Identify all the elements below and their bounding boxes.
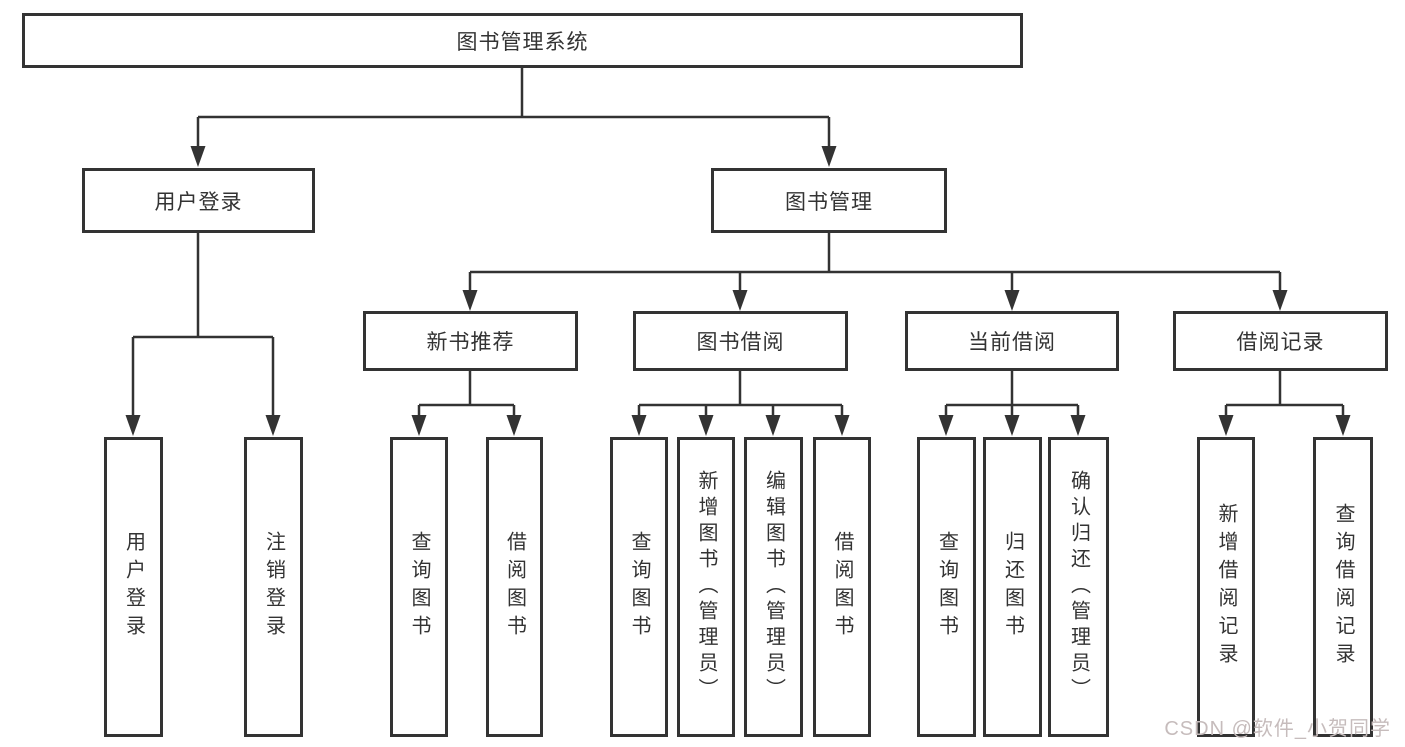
node-new-book-recommend: 新书推荐 xyxy=(363,311,578,371)
node-book-management-label: 图书管理 xyxy=(785,190,873,214)
arrowhead xyxy=(265,415,281,436)
leaf-borrow-books-2: 借阅图书 xyxy=(813,437,871,737)
edge-user-login-to-leaves xyxy=(131,233,275,418)
node-borrowing-records: 借阅记录 xyxy=(1173,311,1388,371)
arrowhead xyxy=(1004,290,1020,311)
edge-book-borrowing-to-leaves xyxy=(637,371,844,418)
arrowhead xyxy=(411,415,427,436)
arrowhead xyxy=(1335,415,1351,436)
arrowhead xyxy=(1218,415,1234,436)
node-root-label: 图书管理系统 xyxy=(456,30,589,54)
leaf-add-books: 新增图书（管理员） xyxy=(677,437,735,737)
leaf-add-borrow-record-label: 新增借阅记录 xyxy=(1215,503,1237,671)
leaf-confirm-return-label: 确认归还（管理员） xyxy=(1067,470,1090,704)
leaf-borrow-books-1-label: 借阅图书 xyxy=(503,531,526,643)
arrowhead xyxy=(1070,415,1086,436)
leaf-add-borrow-record: 新增借阅记录 xyxy=(1197,437,1255,737)
leaf-query-books-2-label: 查询图书 xyxy=(628,531,650,643)
arrowhead xyxy=(821,146,837,167)
leaf-user-login: 用户登录 xyxy=(104,437,163,737)
leaf-borrow-books-1: 借阅图书 xyxy=(486,437,543,737)
leaf-query-books-2: 查询图书 xyxy=(610,437,668,737)
leaf-query-borrow-record: 查询借阅记录 xyxy=(1313,437,1373,737)
leaf-return-books-label: 归还图书 xyxy=(1001,531,1024,643)
arrowhead xyxy=(506,415,522,436)
node-current-borrowing-label: 当前借阅 xyxy=(968,331,1056,354)
arrowhead xyxy=(834,415,850,436)
arrowhead xyxy=(462,290,478,311)
arrowhead xyxy=(1004,415,1020,436)
leaf-add-books-label: 新增图书（管理员） xyxy=(695,470,717,704)
leaf-query-books-1-label: 查询图书 xyxy=(408,531,430,643)
arrowhead xyxy=(1272,290,1288,311)
leaf-edit-books: 编辑图书（管理员） xyxy=(744,437,803,737)
leaf-borrow-books-2-label: 借阅图书 xyxy=(831,531,853,643)
leaf-query-borrow-record-label: 查询借阅记录 xyxy=(1332,503,1354,671)
leaf-user-login-label: 用户登录 xyxy=(122,531,145,643)
node-user-login-label: 用户登录 xyxy=(154,190,243,214)
arrowhead xyxy=(938,415,954,436)
arrowhead xyxy=(765,415,781,436)
node-book-borrowing-label: 图书借阅 xyxy=(696,331,785,354)
arrowhead xyxy=(698,415,714,436)
edge-root-to-level2 xyxy=(196,68,831,148)
edge-book-management-to-level3 xyxy=(468,233,1282,293)
edge-new-book-recommend-to-leaves xyxy=(417,371,516,418)
arrowhead xyxy=(190,146,206,167)
edge-borrowing-records-to-leaves xyxy=(1224,371,1345,418)
arrowhead xyxy=(732,290,748,311)
leaf-confirm-return: 确认归还（管理员） xyxy=(1048,437,1109,737)
leaf-logout-label: 注销登录 xyxy=(262,531,285,643)
leaf-edit-books-label: 编辑图书（管理员） xyxy=(762,470,785,704)
arrowhead xyxy=(125,415,141,436)
leaf-query-books-3-label: 查询图书 xyxy=(935,531,958,643)
node-book-borrowing: 图书借阅 xyxy=(633,311,848,371)
node-new-book-recommend-label: 新书推荐 xyxy=(426,331,515,354)
node-user-login: 用户登录 xyxy=(82,168,315,233)
leaf-query-books-1: 查询图书 xyxy=(390,437,448,737)
leaf-return-books: 归还图书 xyxy=(983,437,1042,737)
leaf-query-books-3: 查询图书 xyxy=(917,437,976,737)
csdn-watermark: CSDN @软件_小贺同学 xyxy=(1164,718,1391,740)
node-current-borrowing: 当前借阅 xyxy=(905,311,1119,371)
edge-current-borrowing-to-leaves xyxy=(944,371,1080,418)
node-borrowing-records-label: 借阅记录 xyxy=(1236,331,1325,354)
leaf-logout: 注销登录 xyxy=(244,437,303,737)
node-book-management: 图书管理 xyxy=(711,168,947,233)
arrowhead xyxy=(631,415,647,436)
node-root: 图书管理系统 xyxy=(22,13,1023,68)
